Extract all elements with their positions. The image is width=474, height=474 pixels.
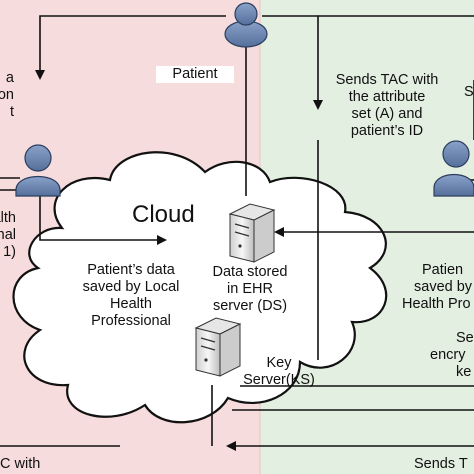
- cloud-shape: [12, 151, 388, 424]
- cloud-title: Cloud: [132, 201, 195, 228]
- data-server-line-2: in EHR: [227, 281, 273, 297]
- data-server-line-1: Data stored: [212, 264, 288, 280]
- patient-data-saved-label: Patient’s data saved by Local Health Pro…: [70, 262, 192, 330]
- left-edge-lhp-line-3: 1): [3, 244, 16, 260]
- right-edge-top-label: S: [464, 84, 474, 100]
- remote-health-professional-person-icon: [433, 140, 474, 197]
- left-edge-lhp-label: alth ional 1): [0, 210, 16, 261]
- key-server-label: Key Server(KS): [234, 355, 324, 389]
- local-health-professional-person-icon: [15, 144, 61, 197]
- patient-data-saved-line-3: Health: [110, 296, 152, 312]
- sends-tac-line-1: Sends TAC with: [335, 72, 439, 88]
- left-edge-lhp-line-2: ional: [0, 227, 16, 243]
- left-edge-line-2: ction: [0, 87, 14, 103]
- lhp-to-ds-arrow: [39, 194, 167, 245]
- key-server-line-2: Server(KS): [243, 372, 315, 388]
- patient-label: Patient: [156, 66, 234, 83]
- data-server-line-3: server (DS): [212, 298, 288, 314]
- key-server-icon: [194, 317, 242, 377]
- right-edge-enc-label: Se encry ke: [430, 330, 474, 381]
- right-edge-enc-line-2: encry: [430, 347, 466, 363]
- right-edge-saved-line-1: Patien: [422, 262, 464, 278]
- left-edge-top-label: a ction t: [0, 70, 14, 121]
- patient-data-saved-line-2: saved by Local: [82, 279, 180, 295]
- key-server-line-1: Key: [266, 355, 292, 371]
- top-left-connector: [35, 15, 226, 80]
- right-edge-bottom-label: Sends T: [414, 456, 468, 472]
- left-edge-bottom-label: C with: [0, 456, 41, 472]
- sends-tac-label: Sends TAC with the attribute set (A) and…: [312, 72, 462, 140]
- left-edge-line-1: a: [5, 70, 14, 86]
- right-edge-enc-line-3: ke: [456, 364, 472, 380]
- right-edge-enc-line-1: Se: [456, 330, 474, 346]
- left-edge-lhp-line-1: alth: [0, 210, 16, 226]
- data-server-label: Data stored in EHR server (DS): [200, 264, 300, 315]
- sends-tac-line-4: patient’s ID: [350, 123, 424, 139]
- right-edge-saved-line-3: Health Pro: [402, 296, 471, 312]
- patient-data-saved-line-4: Professional: [91, 313, 171, 329]
- patient-data-saved-line-1: Patient’s data: [87, 262, 175, 278]
- patient-person-icon: [224, 2, 268, 48]
- sends-tac-line-2: the attribute: [348, 89, 426, 105]
- sends-tac-line-3: set (A) and: [351, 106, 423, 122]
- right-edge-saved-line-2: saved by: [414, 279, 473, 295]
- data-server-icon: [228, 203, 276, 263]
- right-edge-saved-label: Patien saved by Health Pro: [402, 262, 474, 313]
- left-edge-line-3: t: [9, 104, 14, 120]
